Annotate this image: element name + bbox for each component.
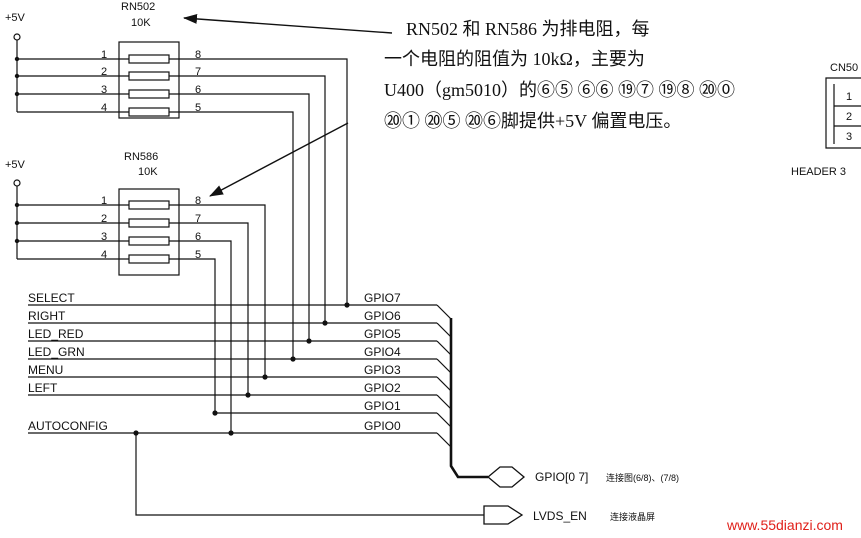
svg-text:3: 3 (101, 231, 107, 243)
svg-text:2: 2 (101, 66, 107, 78)
gpio2-label: GPIO2 (364, 381, 401, 395)
rn586-resistor-3 (128, 236, 170, 246)
svg-text:5: 5 (195, 102, 201, 114)
rn586-ref-label: RN586 (124, 151, 158, 163)
svg-text:8: 8 (195, 49, 201, 61)
gpio4-label: GPIO4 (364, 345, 401, 359)
rn586-supply-terminal (13, 179, 21, 187)
gpio7-label: GPIO7 (364, 291, 401, 305)
rn586-package (118, 188, 180, 276)
header-connector: CN50 1 2 3 HEADER 3 (791, 62, 861, 178)
header-ref-label: CN50 (830, 62, 858, 74)
rn502-supply-terminal (13, 33, 21, 41)
gpio3-label: GPIO3 (364, 363, 401, 377)
gpio-bus: GPIO[0 7] 连接图(6/8)、(7/8) (436, 304, 679, 488)
rn502-ref-label: RN502 (121, 1, 155, 13)
svg-text:6: 6 (195, 231, 201, 243)
annotation-text: RN502 和 RN586 为排电阻，每 一个电阻的阻值为 10kΩ，主要为 U… (384, 19, 735, 131)
rn502-resistor-4 (128, 107, 170, 117)
svg-text:4: 4 (101, 249, 107, 261)
signal-led-red-label: LED_RED (28, 327, 84, 341)
svg-text:U400（gm5010）的⑥⑤ ⑥⑥ ⑲⑦ ⑲⑧ ⑳⓪: U400（gm5010）的⑥⑤ ⑥⑥ ⑲⑦ ⑲⑧ ⑳⓪ (384, 80, 735, 100)
signal-autoconfig-label: AUTOCONFIG (28, 419, 108, 433)
svg-text:2: 2 (101, 213, 107, 225)
svg-text:7: 7 (195, 213, 201, 225)
lvds-note: 连接液晶屏 (610, 511, 655, 522)
rn502-network: +5V RN502 10K 1 2 3 4 8 7 6 5 (5, 1, 348, 359)
gpio6-label: GPIO6 (364, 309, 401, 323)
gpio1-label: GPIO1 (364, 399, 401, 413)
rn502-supply-label: +5V (5, 12, 26, 24)
gpio-bus-note: 连接图(6/8)、(7/8) (606, 472, 679, 483)
rn586-value-label: 10K (138, 166, 158, 178)
signal-right-label: RIGHT (28, 309, 66, 323)
signal-menu-label: MENU (28, 363, 63, 377)
svg-text:RN502 和 RN586 为排电阻，每: RN502 和 RN586 为排电阻，每 (406, 19, 650, 39)
rn502-resistor-1 (128, 54, 170, 64)
rn586-resistor-4 (128, 254, 170, 264)
svg-text:6: 6 (195, 84, 201, 96)
signal-select-label: SELECT (28, 291, 75, 305)
gpio0-label: GPIO0 (364, 419, 401, 433)
rn502-package (118, 41, 180, 119)
lvds-label: LVDS_EN (533, 509, 587, 523)
svg-text:4: 4 (101, 102, 107, 114)
rn502-resistor-2 (128, 71, 170, 81)
svg-text:一个电阻的阻值为 10kΩ，主要为: 一个电阻的阻值为 10kΩ，主要为 (384, 49, 645, 69)
rn586-resistor-1 (128, 200, 170, 210)
svg-text:3: 3 (101, 84, 107, 96)
svg-text:3: 3 (846, 131, 852, 143)
svg-text:1: 1 (846, 91, 852, 103)
svg-text:8: 8 (195, 195, 201, 207)
svg-text:5: 5 (195, 249, 201, 261)
signal-led-grn-label: LED_GRN (28, 345, 85, 359)
rn586-resistor-2 (128, 218, 170, 228)
header-type-label: HEADER 3 (791, 166, 846, 178)
svg-text:2: 2 (846, 111, 852, 123)
svg-text:7: 7 (195, 66, 201, 78)
gpio5-label: GPIO5 (364, 327, 401, 341)
svg-text:1: 1 (101, 49, 107, 61)
rn502-resistor-3 (128, 89, 170, 99)
watermark-text: www.55dianzi.com (726, 517, 843, 533)
annotation-arrow-rn502 (183, 13, 393, 34)
lvds-port (483, 505, 524, 525)
annotation-arrow-rn586 (209, 122, 349, 197)
rn502-value-label: 10K (131, 17, 151, 29)
signal-left-label: LEFT (28, 381, 58, 395)
rn586-supply-label: +5V (5, 159, 26, 171)
svg-text:1: 1 (101, 195, 107, 207)
gpio-bus-label: GPIO[0 7] (535, 470, 588, 484)
lvds-enable: LVDS_EN 连接液晶屏 (135, 433, 655, 525)
gpio-bus-port (486, 466, 526, 488)
rn586-network: +5V RN586 10K 1 2 3 4 8 7 6 5 (5, 151, 266, 433)
svg-text:⑳① ⑳⑤ ⑳⑥脚提供+5V 偏置电压。: ⑳① ⑳⑤ ⑳⑥脚提供+5V 偏置电压。 (384, 111, 681, 131)
signal-rows: SELECT RIGHT LED_RED LED_GRN MENU LEFT A… (28, 291, 437, 436)
